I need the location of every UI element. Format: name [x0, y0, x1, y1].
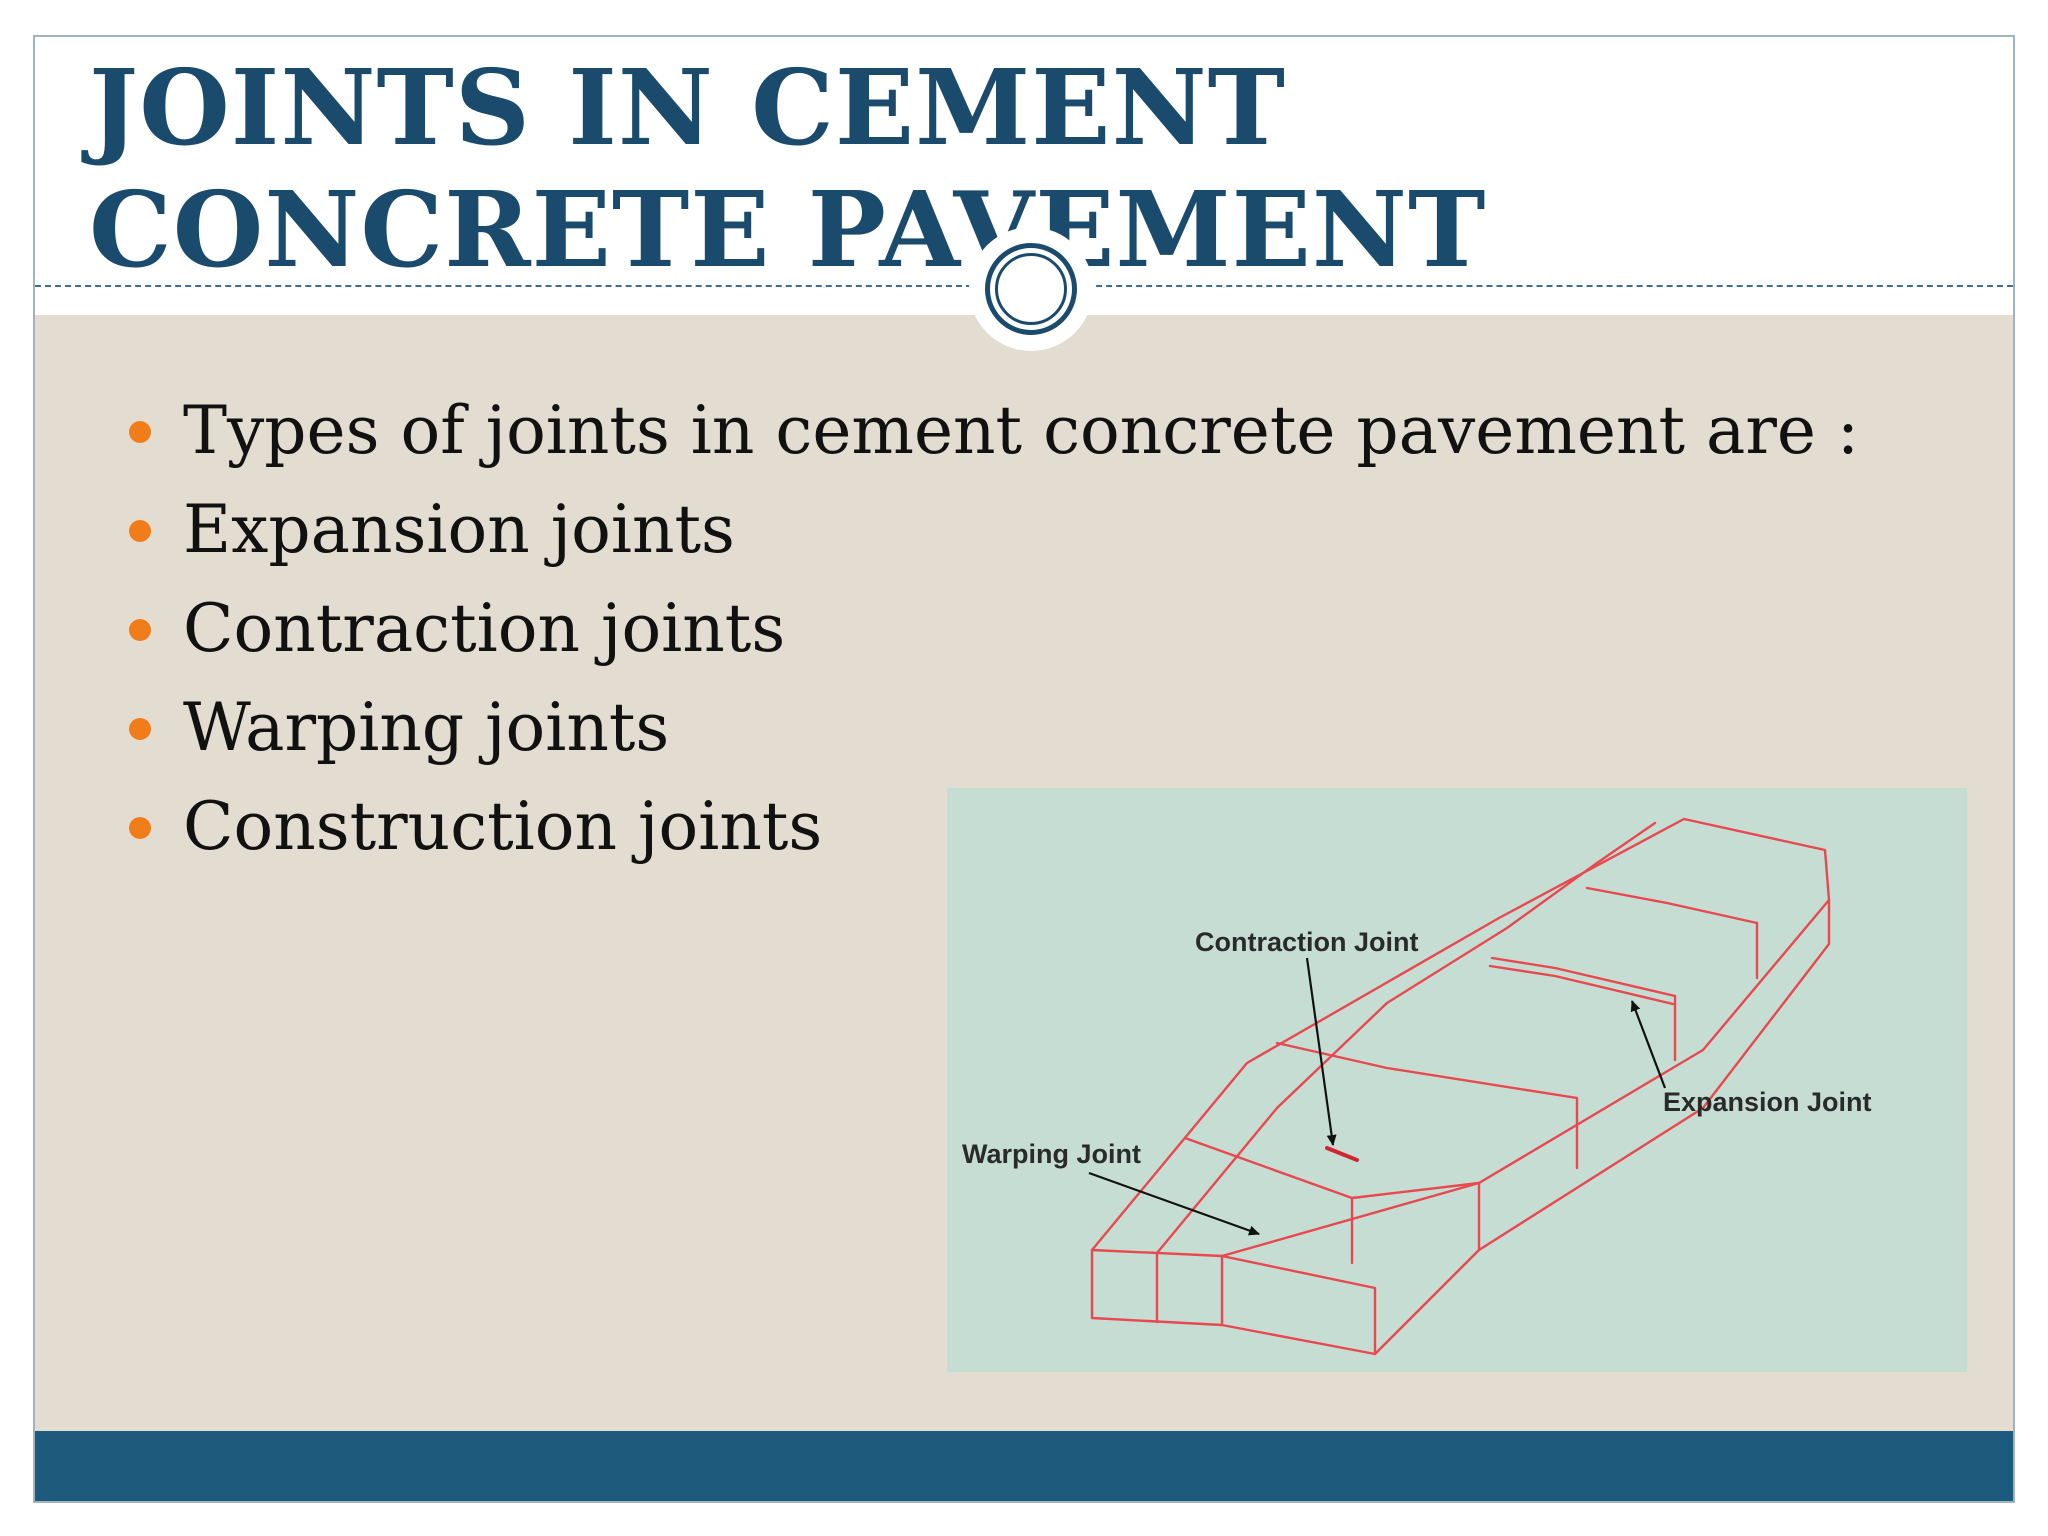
warping-arrow	[1088, 1171, 1260, 1236]
slab-top-outline	[1090, 817, 1831, 1258]
bullet-dot-icon	[129, 421, 151, 443]
transverse-contraction-joint	[1183, 1136, 1481, 1200]
ornament-inner-ring	[995, 253, 1067, 325]
slide: JOINTS IN CEMENT CONCRETE PAVEMENT Types…	[33, 35, 2015, 1503]
ornament-outer-ring	[985, 243, 1077, 335]
transverse-joint-far	[1585, 886, 1759, 925]
footer-bar	[35, 1431, 2013, 1501]
bullet-list: Types of joints in cement concrete pavem…	[95, 391, 1859, 886]
bullet-text: Expansion joints	[183, 491, 735, 568]
diagram-arrows	[1088, 957, 1667, 1236]
bullet-dot-icon	[129, 817, 151, 839]
bullet-dot-icon	[129, 520, 151, 542]
slab-front-face-edge	[1220, 1254, 1377, 1356]
expansion-arrow	[1630, 1000, 1667, 1089]
warping-joint-label: Warping Joint	[962, 1139, 1141, 1169]
transverse-joint-middle	[1275, 1041, 1579, 1100]
bullet-text: Construction joints	[183, 788, 823, 865]
bullet-dot-icon	[129, 619, 151, 641]
bullet-text: Warping joints	[183, 689, 670, 766]
circle-ornament-icon	[969, 227, 1093, 351]
slide-title: JOINTS IN CEMENT CONCRETE PAVEMENT	[89, 46, 1487, 291]
bullet-item: Types of joints in cement concrete pavem…	[95, 391, 1859, 490]
longitudinal-warping-joint	[1155, 821, 1657, 1255]
pavement-slab-lines	[1090, 817, 1831, 1356]
bullet-item: Construction joints	[95, 787, 1859, 886]
slab-front-right-face	[1220, 1181, 1481, 1356]
transverse-expansion-joint	[1490, 956, 1677, 998]
pavement-joints-diagram: Contraction Joint Expansion Joint Warpin…	[947, 788, 1967, 1372]
bullet-text: Types of joints in cement concrete pavem…	[183, 392, 1860, 469]
contraction-joint-highlight	[1325, 1146, 1359, 1162]
bullet-dot-icon	[129, 718, 151, 740]
pavement-diagram-svg: Contraction Joint Expansion Joint Warpin…	[962, 817, 1872, 1356]
bullet-text: Contraction joints	[183, 590, 786, 667]
contraction-arrow	[1305, 957, 1337, 1146]
bullet-item: Contraction joints	[95, 589, 1859, 688]
bullet-item: Expansion joints	[95, 490, 1859, 589]
bullet-item: Warping joints	[95, 688, 1859, 787]
contraction-joint-label: Contraction Joint	[1195, 927, 1419, 957]
slab-side-face	[1477, 898, 1831, 1252]
expansion-joint-label: Expansion Joint	[1663, 1087, 1872, 1117]
expansion-joint-second-line	[1488, 964, 1675, 1006]
